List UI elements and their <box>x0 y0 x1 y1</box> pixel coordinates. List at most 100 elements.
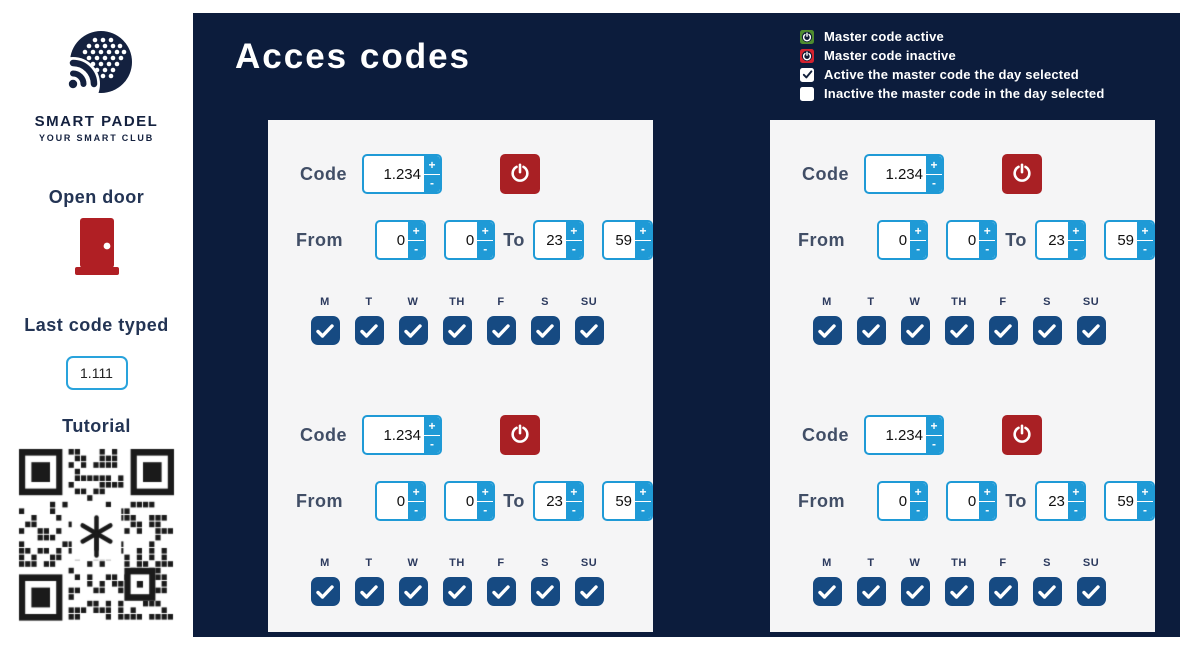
day-checkbox-w[interactable] <box>398 316 428 345</box>
to-hour-input[interactable]: 23 +- <box>532 220 584 260</box>
increment-button[interactable]: + <box>424 156 440 174</box>
decrement-button[interactable]: - <box>1067 501 1084 519</box>
decrement-button[interactable]: - <box>408 240 425 258</box>
day-checkbox-w[interactable] <box>398 577 428 606</box>
code-spinner-input[interactable]: 1.234 +- <box>864 154 944 194</box>
day-checkbox-th[interactable] <box>944 316 974 345</box>
increment-button[interactable]: + <box>926 417 942 435</box>
decrement-button[interactable]: - <box>1137 240 1154 258</box>
decrement-button[interactable]: - <box>979 240 996 258</box>
increment-button[interactable]: + <box>926 156 942 174</box>
from-minute-input[interactable]: 0 +- <box>444 220 496 260</box>
day-checkbox-th[interactable] <box>944 577 974 606</box>
decrement-button[interactable]: - <box>910 240 927 258</box>
decrement-button[interactable]: - <box>477 501 494 519</box>
day-checkbox-t[interactable] <box>856 577 886 606</box>
checkbox-empty-icon[interactable] <box>800 86 814 101</box>
increment-button[interactable]: + <box>1067 222 1084 240</box>
from-minute-input[interactable]: 0 +- <box>444 481 496 521</box>
from-hour-input[interactable]: 0 +- <box>876 481 929 521</box>
from-hour-input[interactable]: 0 +- <box>374 481 427 521</box>
to-hour-input[interactable]: 23 +- <box>1034 481 1086 521</box>
day-checkbox-f[interactable] <box>486 316 516 345</box>
day-checkbox-t[interactable] <box>856 316 886 345</box>
to-minute-input[interactable]: 59 +- <box>1103 220 1156 260</box>
code-spinner-input[interactable]: 1.234 +- <box>362 154 442 194</box>
day-checkbox-s[interactable] <box>530 316 560 345</box>
day-checkbox-th[interactable] <box>442 577 472 606</box>
to-minute-input[interactable]: 59 +- <box>601 220 654 260</box>
day-checkbox-t[interactable] <box>354 577 384 606</box>
day-checkbox-s[interactable] <box>1032 577 1062 606</box>
increment-button[interactable]: + <box>979 222 996 240</box>
increment-button[interactable]: + <box>635 483 652 501</box>
day-checkbox-su[interactable] <box>1076 316 1106 345</box>
day-checkbox-m[interactable] <box>812 316 842 345</box>
decrement-button[interactable]: - <box>910 501 927 519</box>
day-column: T <box>856 557 886 606</box>
day-checkbox-w[interactable] <box>900 577 930 606</box>
code-spinner-input[interactable]: 1.234 +- <box>864 415 944 455</box>
power-toggle-button[interactable] <box>1002 415 1042 455</box>
decrement-button[interactable]: - <box>408 501 425 519</box>
power-toggle-button[interactable] <box>500 415 540 455</box>
power-icon <box>1011 423 1033 448</box>
day-checkbox-s[interactable] <box>530 577 560 606</box>
decrement-button[interactable]: - <box>1067 240 1084 258</box>
increment-button[interactable]: + <box>1067 483 1084 501</box>
from-minute-input[interactable]: 0 +- <box>946 481 998 521</box>
decrement-button[interactable]: - <box>477 240 494 258</box>
open-door-button[interactable] <box>74 218 120 279</box>
decrement-button[interactable]: - <box>926 435 942 453</box>
day-label: TH <box>951 296 967 308</box>
to-minute-input[interactable]: 59 +- <box>601 481 654 521</box>
to-hour-input[interactable]: 23 +- <box>532 481 584 521</box>
decrement-button[interactable]: - <box>1137 501 1154 519</box>
increment-button[interactable]: + <box>408 222 425 240</box>
code-spinner-input[interactable]: 1.234 +- <box>362 415 442 455</box>
increment-button[interactable]: + <box>477 483 494 501</box>
to-hour-input[interactable]: 23 +- <box>1034 220 1086 260</box>
power-toggle-button[interactable] <box>1002 154 1042 194</box>
day-checkbox-f[interactable] <box>988 577 1018 606</box>
day-checkbox-m[interactable] <box>812 577 842 606</box>
decrement-button[interactable]: - <box>635 240 652 258</box>
increment-button[interactable]: + <box>635 222 652 240</box>
day-checkbox-t[interactable] <box>354 316 384 345</box>
to-minute-input[interactable]: 59 +- <box>1103 481 1156 521</box>
decrement-button[interactable]: - <box>926 174 942 192</box>
increment-button[interactable]: + <box>1137 483 1154 501</box>
decrement-button[interactable]: - <box>979 501 996 519</box>
power-toggle-button[interactable] <box>500 154 540 194</box>
decrement-button[interactable]: - <box>565 501 582 519</box>
decrement-button[interactable]: - <box>424 174 440 192</box>
increment-button[interactable]: + <box>424 417 440 435</box>
decrement-button[interactable]: - <box>565 240 582 258</box>
last-code-input[interactable] <box>65 356 128 390</box>
checkbox-checked-icon[interactable] <box>800 67 814 82</box>
day-column: TH <box>442 296 472 345</box>
increment-button[interactable]: + <box>1137 222 1154 240</box>
increment-button[interactable]: + <box>565 483 582 501</box>
day-checkbox-su[interactable] <box>574 316 604 345</box>
increment-button[interactable]: + <box>565 222 582 240</box>
day-checkbox-su[interactable] <box>574 577 604 606</box>
increment-button[interactable]: + <box>979 483 996 501</box>
increment-button[interactable]: + <box>408 483 425 501</box>
day-checkbox-s[interactable] <box>1032 316 1062 345</box>
increment-button[interactable]: + <box>910 483 927 501</box>
day-checkbox-f[interactable] <box>486 577 516 606</box>
from-hour-input[interactable]: 0 +- <box>876 220 929 260</box>
increment-button[interactable]: + <box>477 222 494 240</box>
increment-button[interactable]: + <box>910 222 927 240</box>
day-checkbox-m[interactable] <box>310 577 340 606</box>
day-checkbox-m[interactable] <box>310 316 340 345</box>
decrement-button[interactable]: - <box>424 435 440 453</box>
from-minute-input[interactable]: 0 +- <box>946 220 998 260</box>
day-checkbox-th[interactable] <box>442 316 472 345</box>
day-checkbox-w[interactable] <box>900 316 930 345</box>
day-checkbox-f[interactable] <box>988 316 1018 345</box>
day-checkbox-su[interactable] <box>1076 577 1106 606</box>
decrement-button[interactable]: - <box>635 501 652 519</box>
from-hour-input[interactable]: 0 +- <box>374 220 427 260</box>
